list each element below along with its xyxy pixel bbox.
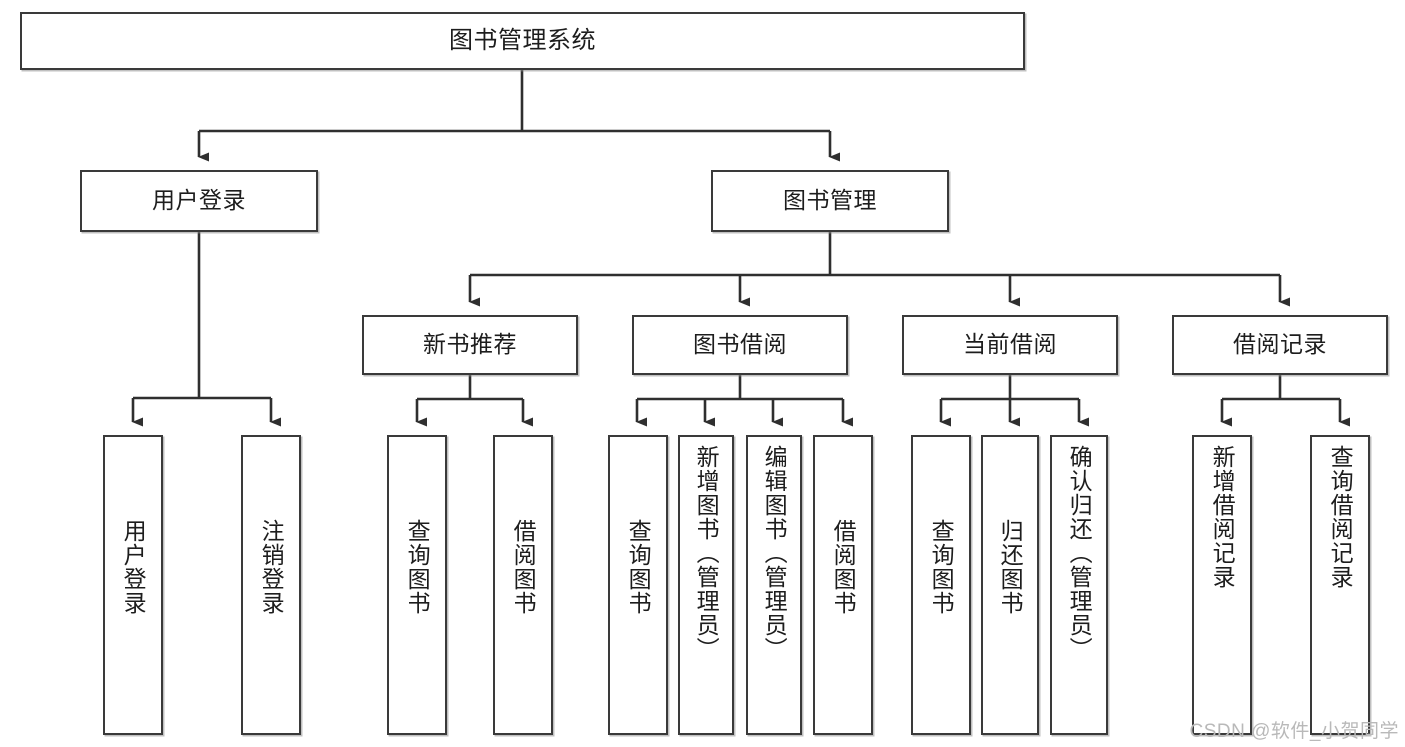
node-label: 图书管理 <box>783 187 877 214</box>
node-label: 新书推荐 <box>423 331 517 358</box>
leaf-record-query[interactable]: 查询借阅记录 <box>1310 435 1370 735</box>
node-new-book-recommend[interactable]: 新书推荐 <box>362 315 578 375</box>
leaf-record-add[interactable]: 新增借阅记录 <box>1192 435 1252 735</box>
node-label: 图书管理系统 <box>449 26 596 54</box>
leaf-current-query-book[interactable]: 查询图书 <box>911 435 971 735</box>
node-label: 查询图书 <box>404 519 431 615</box>
csdn-watermark: CSDN @软件_小贺同学 <box>1189 721 1399 742</box>
leaf-user-logout[interactable]: 注销登录 <box>241 435 301 735</box>
node-borrow-record[interactable]: 借阅记录 <box>1172 315 1388 375</box>
node-label: 查询图书 <box>625 519 652 615</box>
node-label: 用户登录 <box>152 187 246 214</box>
leaf-current-confirm-return-admin[interactable]: 确认归还（管理员） <box>1050 435 1108 735</box>
node-label: 查询借阅记录 <box>1327 445 1354 589</box>
node-label: 新增图书（管理员） <box>693 445 720 661</box>
node-label: 归还图书 <box>997 519 1024 615</box>
node-book-management[interactable]: 图书管理 <box>711 170 949 232</box>
node-label: 借阅图书 <box>510 519 537 615</box>
node-user-login[interactable]: 用户登录 <box>80 170 318 232</box>
node-label: 新增借阅记录 <box>1209 445 1236 589</box>
node-label: 借阅记录 <box>1233 331 1327 358</box>
leaf-borrow-query-book[interactable]: 查询图书 <box>608 435 668 735</box>
node-label: 图书借阅 <box>693 331 787 358</box>
node-label: 注销登录 <box>258 519 285 615</box>
node-current-borrow[interactable]: 当前借阅 <box>902 315 1118 375</box>
leaf-borrow-edit-book-admin[interactable]: 编辑图书（管理员） <box>746 435 802 735</box>
leaf-user-login[interactable]: 用户登录 <box>103 435 163 735</box>
node-root-system[interactable]: 图书管理系统 <box>20 12 1025 70</box>
node-book-borrow[interactable]: 图书借阅 <box>632 315 848 375</box>
leaf-new-book-query[interactable]: 查询图书 <box>387 435 447 735</box>
leaf-borrow-add-book-admin[interactable]: 新增图书（管理员） <box>678 435 734 735</box>
node-label: 借阅图书 <box>830 519 857 615</box>
leaf-borrow-borrow-book[interactable]: 借阅图书 <box>813 435 873 735</box>
node-label: 编辑图书（管理员） <box>761 445 788 661</box>
node-label: 确认归还（管理员） <box>1066 445 1093 661</box>
leaf-current-return-book[interactable]: 归还图书 <box>981 435 1039 735</box>
node-label: 查询图书 <box>928 519 955 615</box>
node-label: 当前借阅 <box>963 331 1057 358</box>
node-label: 用户登录 <box>120 519 147 615</box>
leaf-new-book-borrow[interactable]: 借阅图书 <box>493 435 553 735</box>
